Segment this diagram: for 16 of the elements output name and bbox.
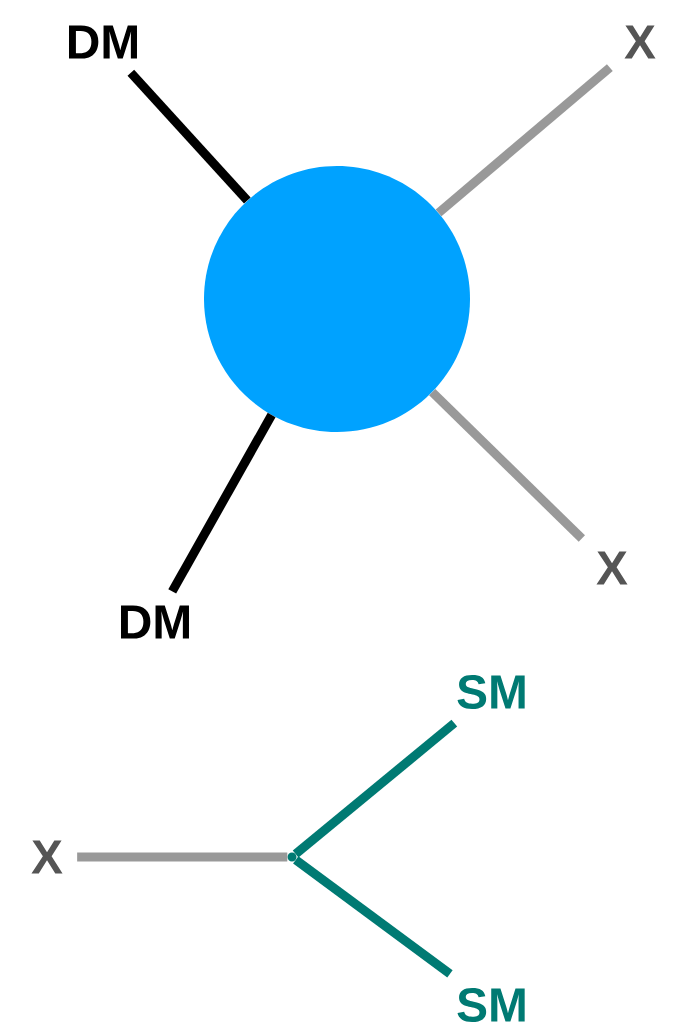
- line: [168, 412, 276, 594]
- line: [293, 856, 453, 978]
- line: [127, 69, 251, 204]
- junction-vertex: [287, 852, 297, 862]
- line: [429, 388, 585, 542]
- particle-label: X: [624, 25, 656, 59]
- line: [435, 64, 613, 217]
- line: [77, 852, 288, 862]
- line: [292, 719, 458, 858]
- particle-label: DM: [69, 25, 137, 59]
- particle-label: X: [596, 551, 628, 585]
- particle-label: SM: [457, 675, 525, 709]
- particle-label: X: [31, 840, 63, 874]
- particle-label: DM: [121, 605, 189, 639]
- blob-circle: [204, 166, 470, 432]
- particle-label: SM: [457, 988, 525, 1022]
